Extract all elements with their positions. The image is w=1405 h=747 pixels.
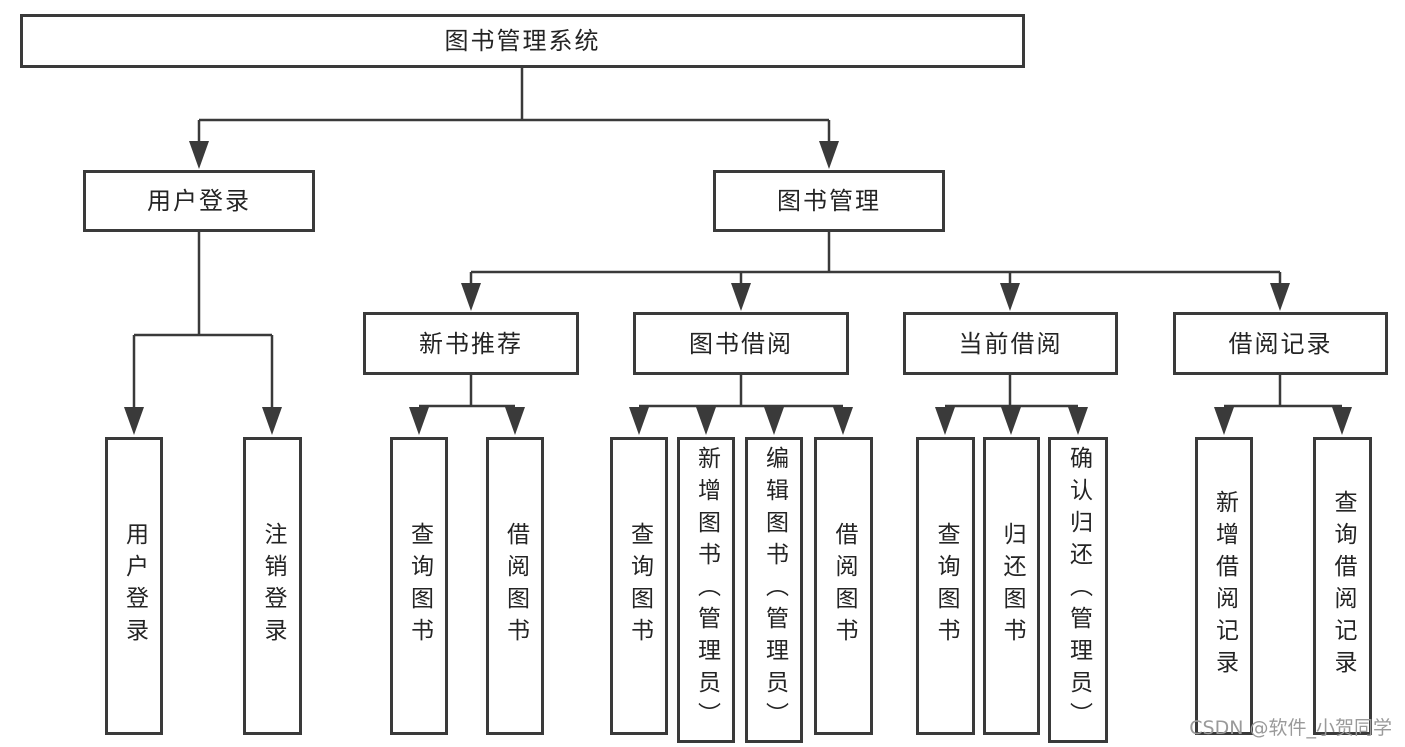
leaf-records-add-record: 新增借阅记录 (1195, 437, 1253, 735)
arrow-down-icon (189, 141, 209, 169)
node-label: 用户登录 (121, 522, 148, 650)
leaf-current-return-books: 归还图书 (983, 437, 1040, 735)
edges-user-login (124, 232, 282, 435)
node-label: 当前借阅 (958, 329, 1063, 358)
node-borrow-records: 借阅记录 (1173, 312, 1388, 375)
node-label: 查询图书 (406, 522, 433, 650)
arrow-down-icon (629, 407, 649, 435)
node-label: 注销登录 (260, 522, 286, 650)
arrow-down-icon (461, 283, 481, 311)
edges-root (189, 68, 839, 169)
leaf-logout: 注销登录 (243, 437, 302, 735)
node-label: 查询图书 (933, 522, 959, 650)
arrow-down-icon (696, 407, 716, 435)
node-label: 图书管理 (777, 187, 881, 215)
edges-borrow-records (1214, 375, 1352, 435)
arrow-down-icon (1270, 283, 1290, 311)
node-current-borrow: 当前借阅 (903, 312, 1118, 375)
arrow-down-icon (1214, 407, 1234, 435)
node-root-system: 图书管理系统 (20, 14, 1025, 68)
node-label: 新增借阅记录 (1211, 490, 1238, 682)
leaf-records-query-record: 查询借阅记录 (1313, 437, 1372, 735)
node-label: 查询图书 (626, 522, 653, 650)
node-label: 图书管理系统 (444, 27, 601, 55)
arrow-down-icon (124, 407, 144, 435)
arrow-down-icon (505, 407, 525, 435)
arrow-down-icon (409, 407, 429, 435)
node-new-book-recommend: 新书推荐 (363, 312, 579, 375)
leaf-recommend-query-books: 查询图书 (390, 437, 448, 735)
leaf-borrow-borrow-books: 借阅图书 (814, 437, 873, 735)
node-label: 归还图书 (999, 522, 1025, 650)
node-label: 借阅记录 (1228, 329, 1333, 358)
leaf-user-login: 用户登录 (105, 437, 163, 735)
leaf-recommend-borrow-books: 借阅图书 (486, 437, 544, 735)
leaf-borrow-query-books: 查询图书 (610, 437, 668, 735)
node-label: 图书借阅 (689, 329, 793, 358)
leaf-borrow-edit-books-admin: 编辑图书（管理员） (745, 437, 803, 743)
arrow-down-icon (1001, 407, 1021, 435)
edges-book-management (461, 232, 1290, 311)
arrow-down-icon (262, 407, 282, 435)
node-label: 查询借阅记录 (1330, 490, 1356, 682)
leaf-current-query-books: 查询图书 (916, 437, 975, 735)
edges-book-borrow (629, 375, 853, 435)
arrow-down-icon (731, 283, 751, 311)
arrow-down-icon (764, 407, 784, 435)
node-label: 编辑图书（管理员） (761, 446, 788, 734)
node-label: 借阅图书 (502, 522, 529, 650)
node-label: 新增图书（管理员） (693, 446, 720, 734)
node-label: 借阅图书 (831, 522, 857, 650)
node-user-login: 用户登录 (83, 170, 315, 232)
edges-new-book-recommend (409, 375, 525, 435)
node-book-borrow: 图书借阅 (633, 312, 849, 375)
arrow-down-icon (1000, 283, 1020, 311)
arrow-down-icon (1332, 407, 1352, 435)
arrow-down-icon (1068, 407, 1088, 435)
node-label: 确认归还（管理员） (1065, 446, 1092, 734)
csdn-watermark: CSDN @软件_小贺同学 (1189, 717, 1392, 739)
arrow-down-icon (819, 141, 839, 169)
leaf-borrow-add-books-admin: 新增图书（管理员） (677, 437, 735, 743)
arrow-down-icon (833, 407, 853, 435)
edges-current-borrow (935, 375, 1088, 435)
node-label: 用户登录 (147, 187, 251, 215)
node-book-management: 图书管理 (713, 170, 945, 232)
leaf-current-confirm-return-admin: 确认归还（管理员） (1048, 437, 1108, 743)
arrow-down-icon (935, 407, 955, 435)
node-label: 新书推荐 (419, 329, 523, 358)
